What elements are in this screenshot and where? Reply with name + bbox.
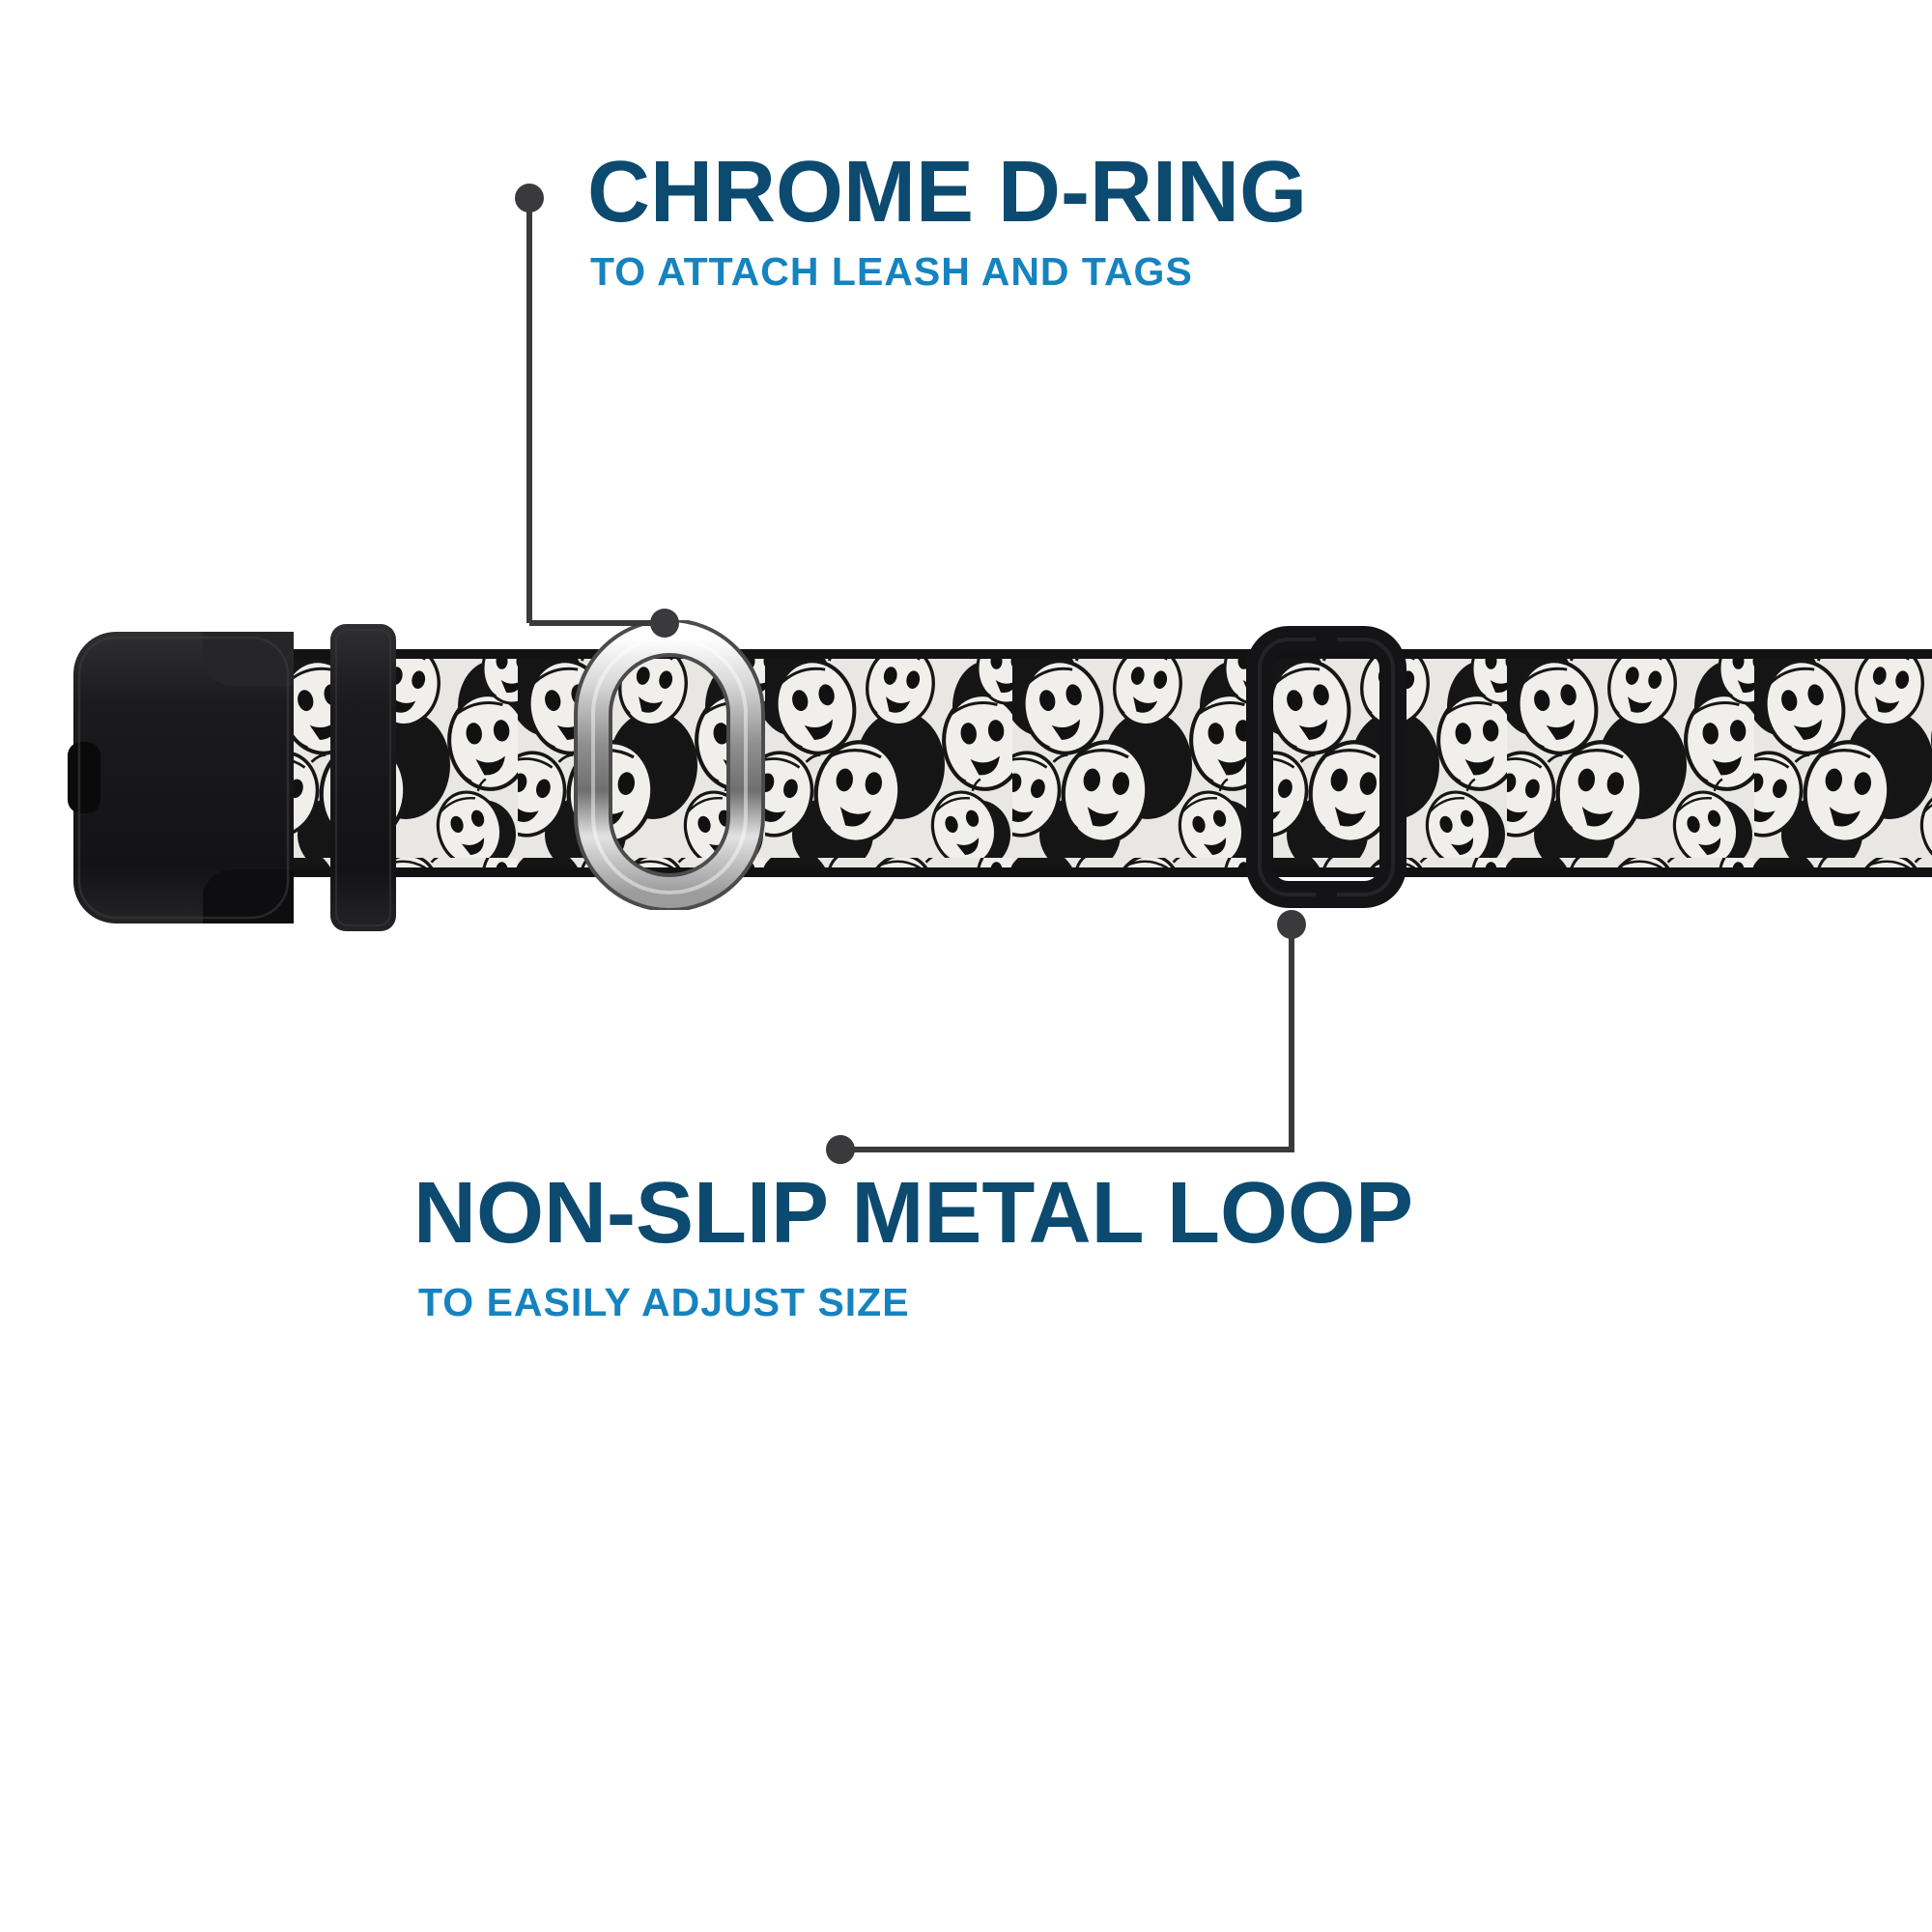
zombie-print-strap bbox=[270, 649, 1932, 877]
zombie-pattern-art bbox=[270, 649, 1932, 877]
d-ring-shape bbox=[574, 618, 765, 912]
dring-subtitle: TO ATTACH LEASH AND TAGS bbox=[590, 249, 1193, 294]
dring-callout-line-vertical bbox=[526, 198, 532, 623]
buckle-shape bbox=[68, 624, 396, 931]
side-release-buckle bbox=[68, 618, 401, 937]
dring-callout-line-horizontal bbox=[529, 620, 665, 626]
chrome-d-ring bbox=[570, 618, 768, 912]
slider-shape bbox=[1246, 626, 1406, 908]
slider-callout-end-dot bbox=[826, 1135, 855, 1164]
dring-title: CHROME D-RING bbox=[587, 144, 1307, 241]
slider-callout-line-horizontal bbox=[840, 1147, 1292, 1152]
metal-slider-loop bbox=[1244, 626, 1408, 908]
slider-subtitle: TO EASILY ADJUST SIZE bbox=[418, 1280, 910, 1324]
slider-callout-line-vertical bbox=[1289, 924, 1294, 1152]
dring-callout-end-dot bbox=[650, 609, 679, 638]
slider-title: NON-SLIP METAL LOOP bbox=[413, 1165, 1414, 1262]
